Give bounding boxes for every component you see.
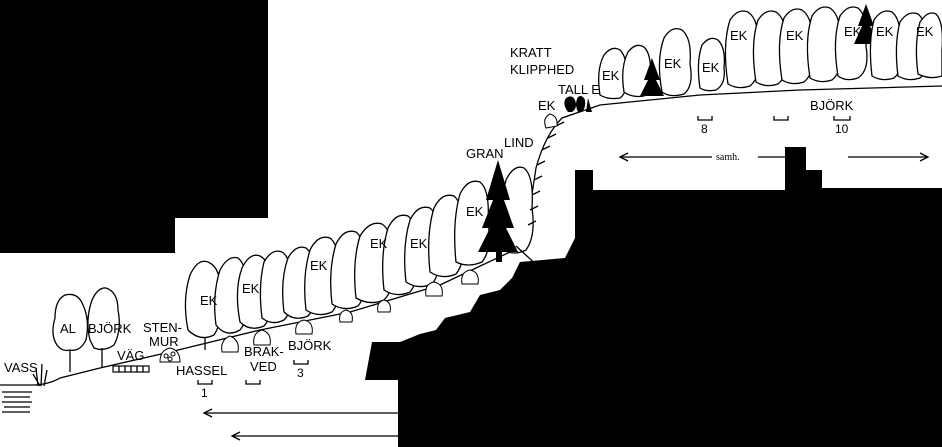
label-ek-10: EK — [730, 28, 748, 43]
deciduous-trees — [184, 166, 534, 350]
top-forest-trees — [598, 4, 942, 100]
label-klipphed: KLIPPHED — [510, 62, 574, 77]
label-sten: STEN- — [143, 320, 182, 335]
label-bjork-left: BJÖRK — [88, 321, 132, 336]
label-bjork-right: BJÖRK — [810, 98, 854, 113]
label-vass: VASS — [4, 360, 38, 375]
plot-number-8: 8 — [701, 122, 708, 136]
plot-markers: 1 3 8 10 — [197, 116, 851, 400]
tree-al — [52, 293, 89, 372]
label-ek-2: EK — [242, 281, 260, 296]
spruce-top-left — [640, 58, 664, 96]
extent-arrows — [202, 152, 930, 441]
label-ek-14: EK — [916, 24, 934, 39]
label-mur: MUR — [149, 334, 179, 349]
label-ek-5: EK — [410, 236, 428, 251]
label-ek-12: EK — [844, 24, 862, 39]
label-ek-7: EK — [602, 68, 620, 83]
road-symbol — [112, 365, 150, 373]
label-tall-en: TALL EN — [558, 82, 609, 97]
slope-hatching — [515, 121, 565, 269]
label-ek-9: EK — [702, 60, 720, 75]
reed-icon — [32, 363, 48, 387]
label-ek-11: EK — [786, 28, 804, 43]
label-ek-13: EK — [876, 24, 894, 39]
stone-wall-icon — [159, 347, 181, 363]
label-ved: VED — [250, 359, 277, 374]
label-kratt: KRATT — [510, 45, 552, 60]
label-ek-top: EK — [538, 98, 556, 113]
label-ek-8: EK — [664, 56, 682, 71]
label-gran: GRAN — [466, 146, 504, 161]
small-oak-top — [544, 113, 558, 129]
label-ek-3: EK — [310, 258, 328, 273]
plot-number-3: 3 — [297, 366, 304, 380]
label-al: AL — [60, 321, 76, 336]
label-hassel: HASSEL — [176, 363, 227, 378]
water-hatching — [2, 391, 32, 413]
label-ek-6: EK — [466, 204, 484, 219]
label-lind: LIND — [504, 135, 534, 150]
plot-number-10: 10 — [835, 122, 849, 136]
spruce-tree-gran — [478, 160, 518, 262]
label-brak: BRAK- — [244, 344, 284, 359]
label-ek-4: EK — [370, 236, 388, 251]
label-vag: VÄG — [117, 348, 144, 363]
pine-and-juniper-icons — [564, 96, 592, 112]
label-samh: samh. — [716, 152, 740, 163]
undergrowth — [221, 269, 479, 353]
tree-bjork-left — [87, 287, 120, 368]
plot-number-1: 1 — [201, 386, 208, 400]
label-bjork-mid: BJÖRK — [288, 338, 332, 353]
ek-labels: EK EK EK EK EK EK EK EK EK EK EK EK EK E… — [200, 24, 934, 308]
label-ek-1: EK — [200, 293, 218, 308]
